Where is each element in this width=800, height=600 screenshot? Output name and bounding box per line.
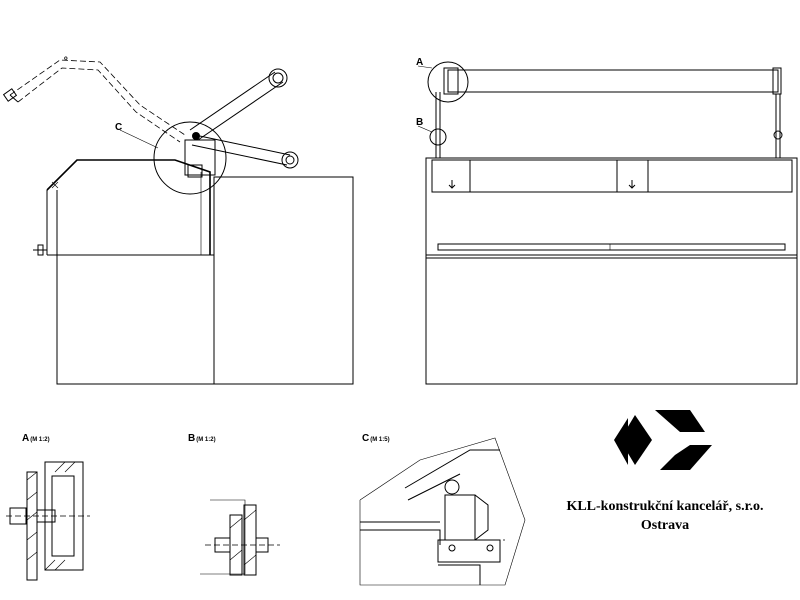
hinge-icon [444,479,460,495]
detail-c-label: C(M 1:5) [362,433,390,444]
detail-b-circle [429,128,447,146]
arrow-icon [448,180,456,189]
detail-c: C(M 1:5) [359,433,526,586]
detail-b-label: B(M 1:2) [188,433,216,444]
detail-a-label: A(M 1:2) [22,433,50,444]
front-view: A B [416,57,798,385]
svg-text:o: o [64,56,68,62]
detail-a: A(M 1:2) [6,433,90,581]
company-name: KLL-konstrukční kancelář, s.r.o. [566,499,764,514]
detail-a-circle [427,61,469,103]
arrow-icon [628,180,636,189]
callout-b: B [416,117,423,128]
callout-a: A [416,57,423,68]
kll-logo-icon [614,410,712,470]
side-view: o C [2,56,354,385]
company-city: Ostrava [640,518,690,533]
callout-c: C [115,122,122,133]
detail-c-circle [153,121,227,195]
company-block: KLL-konstrukční kancelář, s.r.o. Ostrava [540,497,790,535]
detail-b: B(M 1:2) [188,433,280,576]
